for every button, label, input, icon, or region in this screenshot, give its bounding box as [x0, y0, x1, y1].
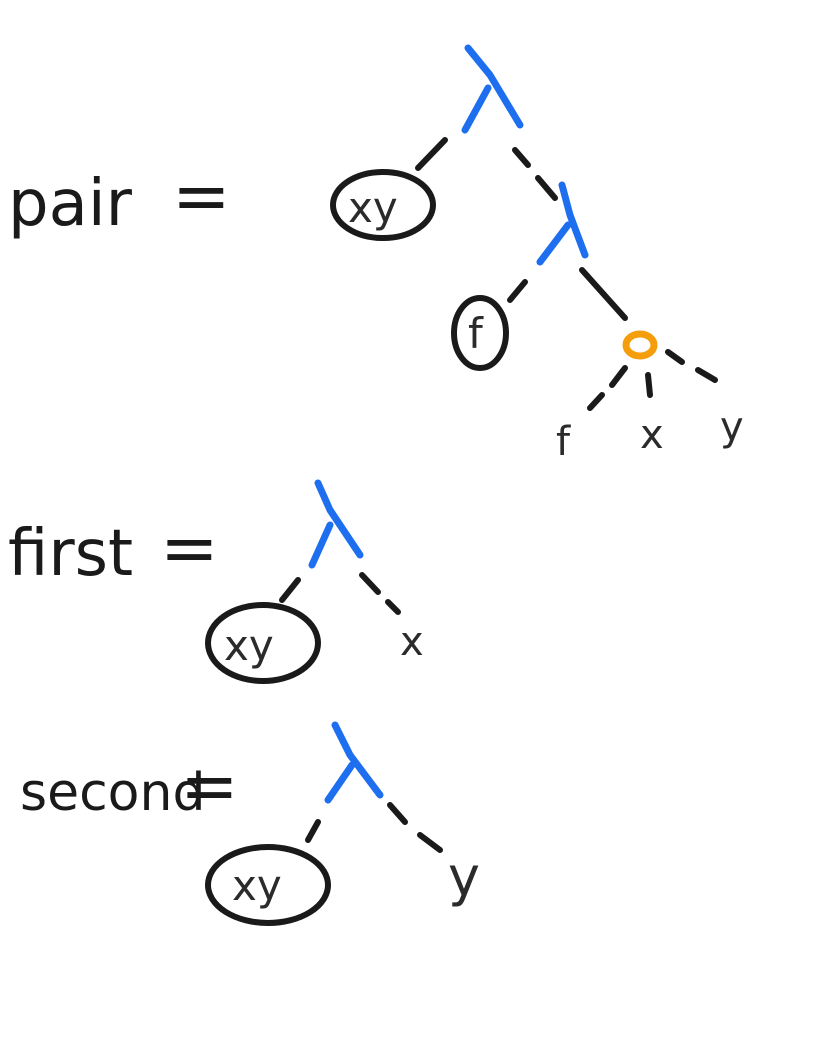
second-name: second	[20, 763, 205, 823]
first-binder-label: xy	[224, 621, 274, 670]
first-edge-xy	[279, 577, 301, 603]
pair-edge-leaf-y	[665, 349, 718, 383]
application-node	[622, 330, 658, 360]
first-definition: first = xy x	[8, 479, 424, 684]
pair-inner-binder-label: f	[468, 309, 484, 358]
pair-edge-f	[507, 279, 528, 303]
pair-edge-leaf-x	[645, 372, 653, 398]
pair-leaf-y: y	[720, 404, 744, 450]
pair-definition: pair = xy f f x y	[8, 44, 744, 465]
first-binder-circle	[205, 602, 321, 684]
pair-leaf-f: f	[556, 419, 571, 465]
second-binder-circle	[205, 844, 331, 926]
second-edge-body	[387, 802, 443, 853]
pair-edge-leaf-f	[587, 365, 628, 411]
second-edge-xy	[305, 819, 321, 843]
second-definition: second = xy y	[20, 721, 480, 926]
second-body: y	[448, 845, 480, 908]
pair-binder-label: xy	[348, 183, 398, 232]
first-equals: =	[160, 507, 219, 589]
pair-lambda-inner	[536, 181, 589, 266]
pair-inner-binder-circle	[451, 295, 509, 371]
pair-binder-circle	[330, 169, 436, 241]
second-equals: =	[180, 745, 239, 827]
pair-edge-lambda2	[512, 147, 558, 201]
pair-edge-app	[579, 267, 628, 321]
pair-name: pair	[8, 167, 133, 241]
pair-edge-xy	[415, 137, 448, 171]
second-binder-label: xy	[232, 861, 282, 910]
pair-equals: =	[172, 155, 231, 237]
second-lambda	[324, 721, 384, 804]
first-lambda	[308, 479, 364, 569]
first-body: x	[400, 619, 424, 665]
first-edge-body	[359, 572, 401, 615]
first-name: first	[8, 517, 133, 591]
pair-lambda-top	[461, 44, 524, 134]
pair-leaf-x: x	[640, 412, 664, 458]
